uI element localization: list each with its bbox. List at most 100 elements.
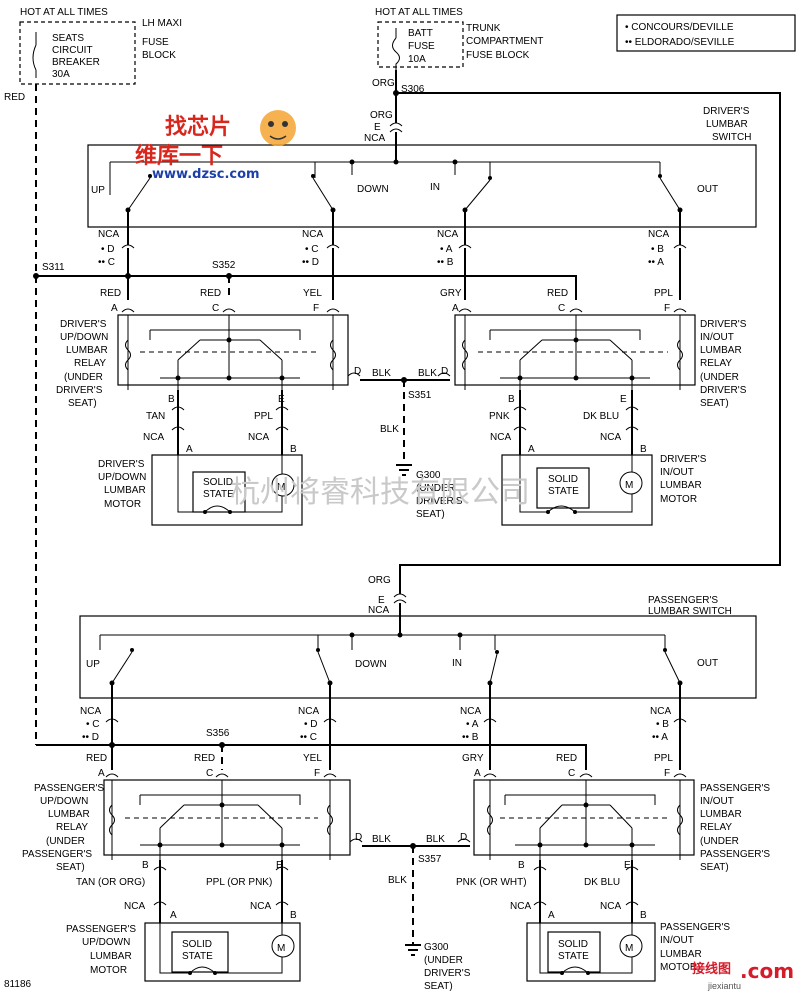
wire-tan-d: TAN xyxy=(146,411,165,422)
pas-ud-relay-l2: UP/DOWN xyxy=(40,796,88,807)
logo-mid-text: 维库一下 xyxy=(135,143,223,169)
drv-ud-relay-l5: (UNDER xyxy=(64,372,103,383)
wire-red-d3: RED xyxy=(547,288,568,299)
drv-ud-motor-m: M xyxy=(277,482,285,493)
passenger-inout-motor xyxy=(526,922,656,982)
pas-io-relay-l2: IN/OUT xyxy=(700,796,734,807)
pas-io-motor-l2: IN/OUT xyxy=(660,935,694,946)
wire-ppl-p: PPL xyxy=(654,753,673,764)
pas-ud-ss2: STATE xyxy=(182,951,213,962)
logo-top-text: 找芯片 xyxy=(165,115,231,140)
connector-e-symbol xyxy=(389,122,403,133)
pas-io-motor-m: M xyxy=(625,943,633,954)
wire-red-p3: RED xyxy=(556,753,577,764)
drv-ud-relay-l4: RELAY xyxy=(74,358,106,369)
wire-org-3: ORG xyxy=(368,575,391,586)
pas-m-nca-1: NCA xyxy=(124,901,145,912)
pas-ud-relay-l1: PASSENGER'S xyxy=(34,783,104,794)
drv-io-motor-l2: IN/OUT xyxy=(660,467,694,478)
splice-s357-label: S357 xyxy=(418,854,442,865)
drv-m-nca-1: NCA xyxy=(143,432,164,443)
drv-ud-motor-l1: DRIVER'S xyxy=(98,459,145,470)
pas-switch-up: UP xyxy=(86,659,100,670)
driver-inout-relay xyxy=(454,308,696,390)
drv-io-relay-l1: DRIVER'S xyxy=(700,319,747,330)
wire-blk-p3: BLK xyxy=(388,875,407,886)
circuit-breaker-symbol xyxy=(32,32,37,78)
breaker-label-3: BREAKER xyxy=(52,57,100,68)
batt-fuse-label-2: FUSE xyxy=(408,41,435,52)
dsw-b2: •• B xyxy=(437,257,454,268)
lh-maxi-fuse-block-box xyxy=(19,21,136,85)
fuse-block-label-3: BLOCK xyxy=(142,50,176,61)
pr-conn-f: F xyxy=(314,768,320,779)
dr-conn-c: C xyxy=(212,303,219,314)
psw-c1: • C xyxy=(86,719,100,730)
breaker-label-2: CIRCUIT xyxy=(52,45,93,56)
g1-l1: G300 xyxy=(416,470,441,481)
legend-box xyxy=(616,14,796,52)
drv-m-nca-4: NCA xyxy=(600,432,621,443)
dr-conn-f2: F xyxy=(664,303,670,314)
psw-nca-4: NCA xyxy=(650,706,671,717)
drv-io-b: B xyxy=(508,394,515,405)
drv-io-motor-l1: DRIVER'S xyxy=(660,454,707,465)
drv-io-relay-l5: (UNDER xyxy=(700,372,739,383)
pas-switch-title-2: LUMBAR SWITCH xyxy=(648,606,732,617)
pr-conn-f2: F xyxy=(664,768,670,779)
driver-updown-relay xyxy=(117,308,349,390)
g2-l3: DRIVER'S xyxy=(424,968,471,979)
splice-s306-label: S306 xyxy=(401,84,425,95)
corner-com: .com xyxy=(740,959,794,983)
pas-switch-in: IN xyxy=(452,658,462,669)
dsw-nca-4: NCA xyxy=(648,229,669,240)
psw-b2: •• B xyxy=(462,732,479,743)
drv-ud-relay-l3: LUMBAR xyxy=(66,345,108,356)
pr-conn-c2: C xyxy=(568,768,575,779)
pas-switch-conn-e: E xyxy=(378,595,385,606)
wire-blk-p2: BLK xyxy=(426,834,445,845)
psw-c2: •• C xyxy=(300,732,317,743)
pas-switch-down: DOWN xyxy=(355,659,387,670)
passenger-inout-relay xyxy=(473,773,695,860)
pas-ud-motor-l3: LUMBAR xyxy=(90,951,132,962)
pas-ud-relay-l6: PASSENGER'S xyxy=(22,849,92,860)
pas-io-relay-l6: PASSENGER'S xyxy=(700,849,770,860)
wire-red-d1: RED xyxy=(100,288,121,299)
wire-org-2: ORG xyxy=(370,110,393,121)
logo-url-text: www.dzsc.com xyxy=(152,167,260,182)
pas-io-motor-l1: PASSENGER'S xyxy=(660,922,730,933)
psw-a1: • A xyxy=(466,719,479,730)
drv-io-motor-l3: LUMBAR xyxy=(660,480,702,491)
pr-conn-c: C xyxy=(206,768,213,779)
pas-switch-out: OUT xyxy=(697,658,718,669)
pas-io-motor-l4: MOTOR xyxy=(660,962,697,973)
corner-url: jiexiantu xyxy=(707,981,741,991)
drivers-switch-title-2: LUMBAR xyxy=(706,119,748,130)
drv-m-a1: A xyxy=(186,444,193,455)
drivers-switch-title-3: SWITCH xyxy=(712,132,751,143)
batt-fuse-symbol xyxy=(392,28,400,70)
fuse-block-label-1: LH MAXI xyxy=(142,18,182,29)
ground-g300-driver-symbol xyxy=(396,464,412,476)
psw-a2: •• A xyxy=(652,732,668,743)
center-watermark: 杭州将睿科技有限公司 xyxy=(230,475,530,510)
wire-yel-p: YEL xyxy=(303,753,322,764)
pas-ud-relay-l7: SEAT) xyxy=(56,862,85,873)
pas-m-a2: A xyxy=(548,910,555,921)
fuse-block-label-2: FUSE xyxy=(142,37,169,48)
wire-ppl-d2: PPL xyxy=(254,411,273,422)
dsw-nca-2: NCA xyxy=(302,229,323,240)
drv-ud-motor-l4: MOTOR xyxy=(104,499,141,510)
wire-dkblu-d: DK BLU xyxy=(583,411,619,422)
passenger-updown-motor xyxy=(144,922,301,982)
wire-red-p2: RED xyxy=(194,753,215,764)
driver-switch-in: IN xyxy=(430,182,440,193)
g2-l2: (UNDER xyxy=(424,955,463,966)
psw-d1: • D xyxy=(304,719,318,730)
drv-d-left: D xyxy=(354,366,361,377)
drv-ud-motor-l2: UP/DOWN xyxy=(98,472,146,483)
wire-ppl-or-pnk: PPL (OR PNK) xyxy=(206,877,272,888)
driver-switch-bus xyxy=(109,161,661,175)
pas-ud-motor-l2: UP/DOWN xyxy=(82,937,130,948)
